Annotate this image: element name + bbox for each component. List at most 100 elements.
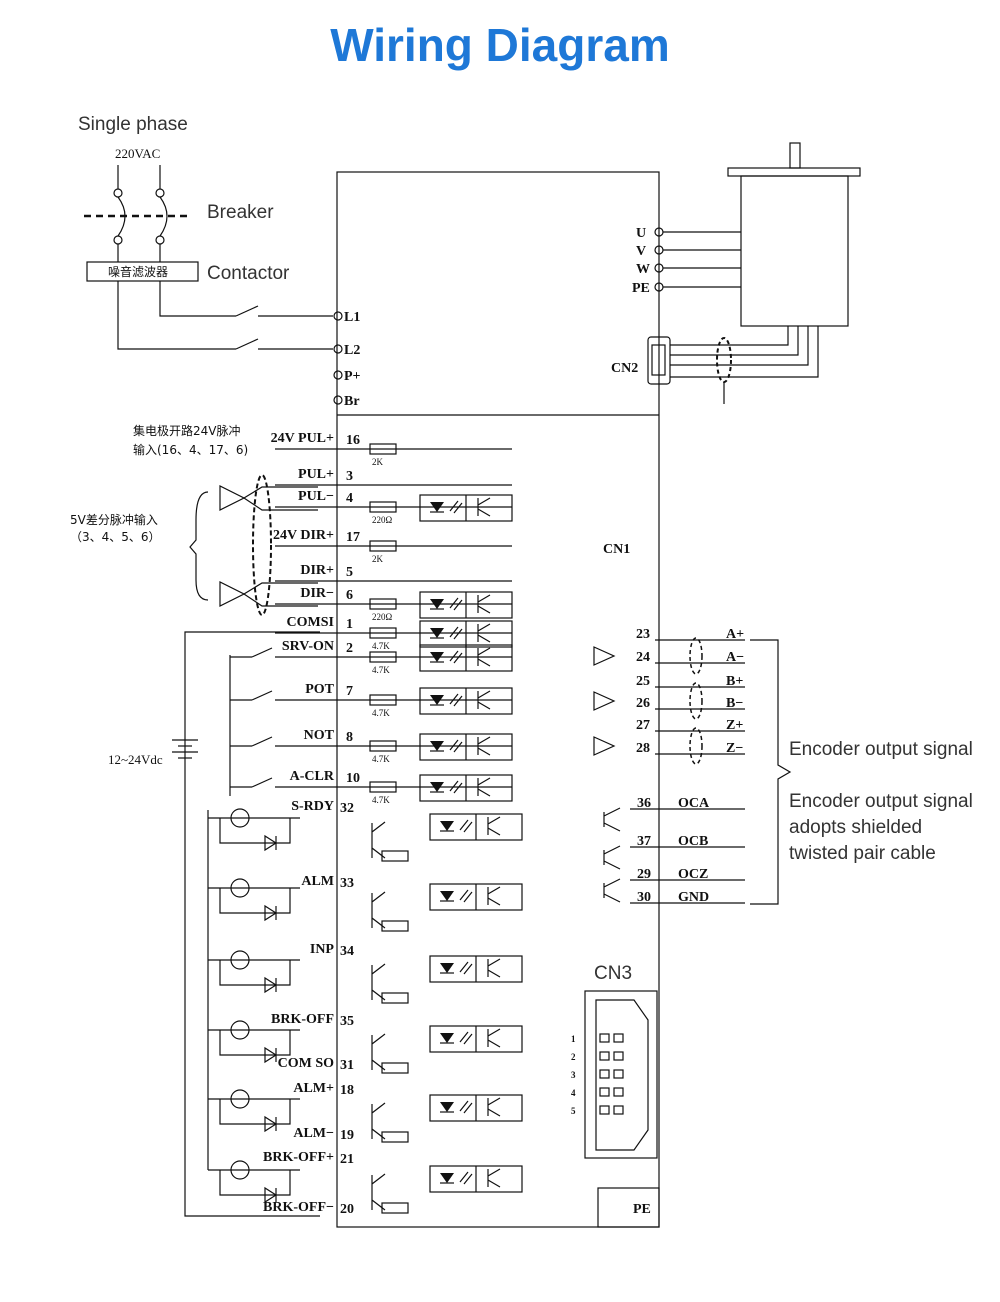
encoder-pin: 27 bbox=[636, 718, 650, 733]
oc-pin: 37 bbox=[637, 834, 651, 849]
cn3-pin-number: 4 bbox=[571, 1088, 576, 1098]
output-relay-circuit bbox=[208, 1020, 300, 1064]
cn3-pin bbox=[613, 1051, 624, 1061]
cn3-pin-number: 1 bbox=[571, 1034, 576, 1044]
input-resistor: 4.7K bbox=[369, 694, 397, 718]
diff-brace bbox=[189, 491, 209, 601]
oc-transistor bbox=[603, 845, 621, 870]
svg-text:220Ω: 220Ω bbox=[372, 612, 393, 622]
output-pin: 20 bbox=[340, 1202, 354, 1217]
input-pin: 7 bbox=[346, 684, 353, 699]
input-optocoupler bbox=[419, 774, 513, 802]
encoder-signal-name: B+ bbox=[726, 674, 743, 689]
output-name: ALM− bbox=[293, 1126, 334, 1141]
output-resistor bbox=[381, 992, 409, 1004]
oc-transistor bbox=[603, 878, 621, 903]
output-resistor bbox=[381, 920, 409, 932]
encoder-pin: 26 bbox=[636, 696, 650, 711]
cn3-pin bbox=[613, 1069, 624, 1079]
cn3-pin bbox=[599, 1087, 610, 1097]
output-resistor bbox=[381, 1202, 409, 1214]
cn3-pin-number: 3 bbox=[571, 1070, 576, 1080]
output-relay-circuit bbox=[208, 950, 300, 994]
oc-pin: 36 bbox=[637, 796, 651, 811]
input-name: A-CLR bbox=[290, 769, 335, 784]
input-name: PUL− bbox=[298, 489, 334, 504]
noise-filter-box bbox=[86, 261, 199, 282]
encoder-signal-name: A− bbox=[726, 650, 744, 665]
input-pin: 3 bbox=[346, 469, 353, 484]
cn3-pin bbox=[599, 1105, 610, 1115]
motor-wires bbox=[654, 227, 741, 292]
input-pin: 6 bbox=[346, 588, 353, 603]
encoder-pin: 25 bbox=[636, 674, 650, 689]
cn3-connector bbox=[584, 990, 658, 1159]
note-diff-5v: 5V差分脉冲输入 bbox=[70, 512, 158, 527]
oc-signal-name: GND bbox=[678, 890, 709, 905]
encoder-shield bbox=[689, 637, 703, 675]
cn3-pin bbox=[613, 1105, 624, 1115]
svg-text:220Ω: 220Ω bbox=[372, 515, 393, 525]
terminal-v: V bbox=[636, 244, 646, 259]
output-pin: 34 bbox=[340, 944, 354, 959]
input-name: NOT bbox=[304, 728, 335, 743]
input-name: COMSI bbox=[287, 615, 334, 630]
cn3-pin-number: 5 bbox=[571, 1106, 576, 1116]
supply-label: 12~24Vdc bbox=[108, 752, 163, 767]
output-pin: 33 bbox=[340, 876, 354, 891]
input-pin: 17 bbox=[346, 530, 360, 545]
encoder-note: Encoder output signal bbox=[789, 739, 973, 760]
input-pin: 4 bbox=[346, 491, 353, 506]
input-resistor: 4.7K bbox=[369, 740, 397, 764]
encoder-receiver bbox=[593, 736, 616, 756]
terminal-p-plus: P+ bbox=[344, 369, 361, 384]
output-relay-circuit bbox=[208, 1089, 300, 1133]
input-optocoupler bbox=[419, 620, 513, 648]
encoder-signal-name: Z+ bbox=[726, 718, 743, 733]
contactor-label: Contactor bbox=[207, 263, 290, 284]
encoder-pin: 23 bbox=[636, 627, 650, 642]
input-switch bbox=[230, 690, 273, 701]
cn2-label: CN2 bbox=[611, 361, 638, 376]
input-optocoupler bbox=[419, 687, 513, 715]
encoder-receiver bbox=[593, 691, 616, 711]
oc-signal-name: OCZ bbox=[678, 867, 708, 882]
svg-text:4.7K: 4.7K bbox=[372, 795, 390, 805]
cn2-connector bbox=[647, 326, 819, 404]
input-name: DIR+ bbox=[300, 563, 334, 578]
cn3-pin bbox=[613, 1087, 624, 1097]
pe-box bbox=[597, 1187, 660, 1228]
cn3-label: CN3 bbox=[594, 963, 632, 984]
single-phase-label: Single phase bbox=[78, 114, 188, 135]
cn3-pin bbox=[613, 1033, 624, 1043]
encoder-receiver bbox=[593, 646, 616, 666]
output-relay-circuit bbox=[208, 808, 300, 852]
cn3-pin bbox=[599, 1033, 610, 1043]
encoder-pin: 24 bbox=[636, 650, 650, 665]
encoder-pin: 28 bbox=[636, 741, 650, 756]
encoder-signal-name: A+ bbox=[726, 627, 744, 642]
output-optocoupler bbox=[429, 813, 523, 841]
output-optocoupler bbox=[429, 955, 523, 983]
input-switch bbox=[230, 777, 273, 788]
input-optocoupler bbox=[419, 644, 513, 672]
input-resistor: 4.7K bbox=[369, 651, 397, 675]
output-resistor bbox=[381, 1131, 409, 1143]
oc-transistor bbox=[603, 807, 621, 832]
output-pin: 32 bbox=[340, 801, 354, 816]
dc-supply bbox=[172, 631, 320, 1217]
output-name: COM SO bbox=[278, 1056, 335, 1071]
input-resistor: 220Ω bbox=[369, 501, 397, 525]
terminal-u: U bbox=[636, 226, 646, 241]
breaker-symbol bbox=[84, 165, 190, 262]
output-pin: 35 bbox=[340, 1014, 354, 1029]
input-pin: 2 bbox=[346, 641, 353, 656]
page-title: Wiring Diagram bbox=[330, 19, 670, 71]
output-relay-circuit bbox=[208, 878, 300, 922]
terminal-l1: L1 bbox=[344, 310, 360, 325]
encoder-note2-line2: adopts shielded bbox=[789, 817, 922, 838]
encoder-brace bbox=[750, 639, 792, 905]
